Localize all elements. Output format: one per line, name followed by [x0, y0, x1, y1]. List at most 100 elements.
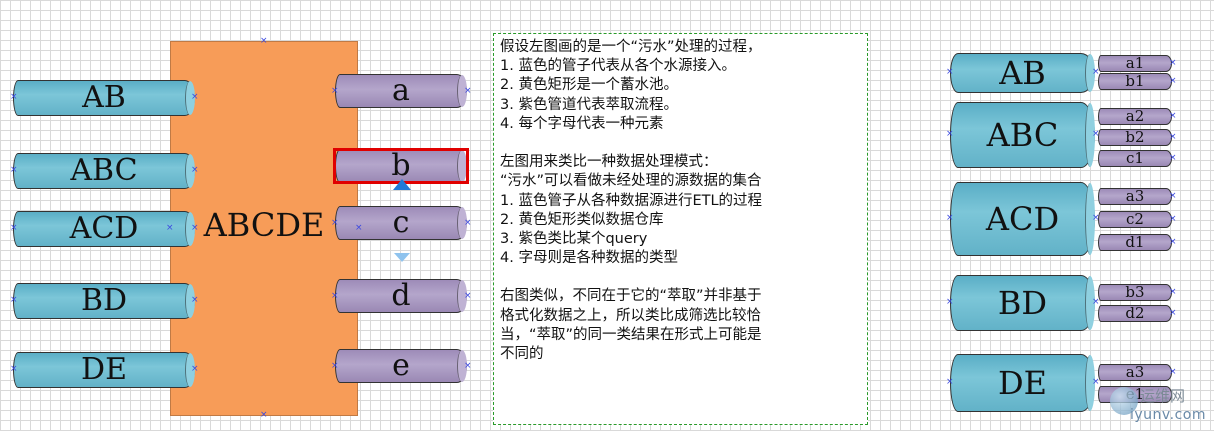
- note-line: 左图用来类比一种数据处理模式：: [500, 154, 718, 171]
- sub-pipe-a1[interactable]: a1: [1098, 55, 1172, 72]
- connection-point-icon[interactable]: ×: [10, 364, 18, 374]
- connection-point-icon[interactable]: ×: [331, 218, 339, 228]
- sub-pipe-b3[interactable]: b3: [1098, 284, 1172, 301]
- connection-point-icon[interactable]: ×: [1169, 367, 1177, 377]
- connection-point-icon[interactable]: ×: [464, 361, 472, 371]
- watermark-url: iyunv.com: [1130, 407, 1206, 423]
- inlet-pipe-label: DE: [81, 352, 127, 387]
- connection-point-icon[interactable]: ×: [946, 129, 954, 139]
- sub-pipe-label: c1: [1126, 149, 1144, 167]
- right-pipe-label: BD: [997, 284, 1048, 322]
- note-line: “污水”可以看做未经处理的源数据的集合: [500, 173, 762, 190]
- outlet-pipe-d[interactable]: d: [335, 279, 467, 313]
- connection-point-icon[interactable]: ×: [1092, 129, 1100, 139]
- connection-point-icon[interactable]: ×: [1169, 58, 1177, 68]
- connection-point-icon[interactable]: ×: [191, 295, 199, 305]
- note-line: 4. 每个字母代表一种元素: [500, 115, 664, 132]
- connection-point-icon[interactable]: ×: [1092, 67, 1100, 77]
- connection-point-icon[interactable]: ×: [10, 295, 18, 305]
- connection-point-icon[interactable]: ×: [464, 86, 472, 96]
- outlet-pipe-label: d: [391, 278, 411, 313]
- right-pipe-acd[interactable]: ACD: [950, 182, 1095, 256]
- inlet-pipe-label: ACD: [69, 211, 139, 246]
- outlet-pipe-e[interactable]: e: [335, 349, 467, 383]
- connection-point-icon[interactable]: ×: [1169, 153, 1177, 163]
- sub-pipe-label: a3: [1125, 187, 1145, 205]
- sub-pipe-d2[interactable]: d2: [1098, 305, 1172, 322]
- right-pipe-label: ABC: [986, 116, 1059, 154]
- inlet-pipe-abc[interactable]: ABC: [13, 153, 195, 189]
- connection-point-icon[interactable]: ×: [10, 165, 18, 175]
- sub-pipe-c1[interactable]: c1: [1098, 150, 1172, 167]
- connection-point-icon[interactable]: ×: [260, 36, 268, 46]
- connection-point-icon[interactable]: ×: [260, 410, 268, 420]
- note-line: 假设左图画的是一个“污水”处理的过程，: [500, 39, 762, 55]
- inlet-pipe-acd[interactable]: ACD: [13, 211, 195, 247]
- connection-point-icon[interactable]: ×: [1169, 287, 1177, 297]
- connection-point-icon[interactable]: ×: [946, 67, 954, 77]
- right-pipe-label: AB: [999, 54, 1046, 92]
- connection-point-icon[interactable]: ×: [191, 223, 199, 233]
- sub-pipe-a3-de[interactable]: a3: [1098, 364, 1172, 381]
- sub-pipe-label: a1: [1125, 54, 1145, 72]
- sub-pipe-a2[interactable]: a2: [1098, 108, 1172, 125]
- connection-point-icon[interactable]: ×: [191, 165, 199, 175]
- watermark-logo-icon: [1110, 387, 1138, 415]
- connection-point-icon[interactable]: ×: [1169, 191, 1177, 201]
- connection-point-icon[interactable]: ×: [464, 218, 472, 228]
- connection-point-icon[interactable]: ×: [331, 361, 339, 371]
- explanation-note[interactable]: 假设左图画的是一个“污水”处理的过程， 1. 蓝色的管子代表从各个水源接入。 2…: [493, 33, 868, 425]
- connection-point-icon[interactable]: ×: [1092, 377, 1100, 387]
- connection-point-icon[interactable]: ×: [10, 223, 18, 233]
- sub-pipe-label: c2: [1126, 210, 1144, 228]
- connection-point-icon[interactable]: ×: [331, 291, 339, 301]
- note-line: [500, 134, 861, 153]
- connection-point-icon[interactable]: ×: [1092, 213, 1100, 223]
- sub-pipe-label: d2: [1125, 304, 1145, 322]
- right-pipe-bd[interactable]: BD: [950, 275, 1095, 331]
- sub-pipe-b1[interactable]: b1: [1098, 73, 1172, 90]
- inlet-pipe-label: AB: [82, 80, 126, 115]
- connection-point-icon[interactable]: ×: [1169, 214, 1177, 224]
- connection-point-icon[interactable]: ×: [191, 92, 199, 102]
- right-pipe-abc[interactable]: ABC: [950, 102, 1095, 168]
- note-line: 2. 黄色矩形类似数据仓库: [500, 211, 664, 228]
- sub-pipe-c2[interactable]: c2: [1098, 211, 1172, 228]
- outlet-pipe-a[interactable]: a: [335, 74, 467, 108]
- connection-point-icon[interactable]: ×: [1092, 297, 1100, 307]
- connection-point-icon[interactable]: ×: [1169, 111, 1177, 121]
- connection-point-icon[interactable]: ×: [355, 223, 363, 233]
- note-line: 2. 黄色矩形是一个蓄水池。: [500, 77, 678, 94]
- sub-pipe-label: a2: [1125, 107, 1145, 125]
- connection-point-icon[interactable]: ×: [946, 213, 954, 223]
- right-pipe-ab[interactable]: AB: [950, 53, 1095, 93]
- sub-pipe-b2[interactable]: b2: [1098, 129, 1172, 146]
- outlet-pipe-label: a: [392, 73, 410, 108]
- outlet-pipe-c[interactable]: c: [335, 206, 467, 240]
- connection-point-icon[interactable]: ×: [1169, 308, 1177, 318]
- sub-pipe-a3[interactable]: a3: [1098, 188, 1172, 205]
- note-line: 右图类似，不同在于它的“萃取”并非基于: [500, 288, 762, 305]
- inlet-pipe-de[interactable]: DE: [13, 352, 195, 388]
- inlet-pipe-bd[interactable]: BD: [13, 283, 195, 319]
- connection-point-icon[interactable]: ×: [331, 86, 339, 96]
- connection-point-icon[interactable]: ×: [10, 92, 18, 102]
- connection-point-icon[interactable]: ×: [1169, 132, 1177, 142]
- sub-pipe-label: a3: [1125, 363, 1145, 381]
- sub-pipe-d1[interactable]: d1: [1098, 234, 1172, 251]
- resize-arrow-up-icon[interactable]: [393, 179, 411, 190]
- note-line: 1. 蓝色的管子代表从各个水源接入。: [500, 58, 736, 75]
- outlet-pipe-label: e: [392, 348, 410, 383]
- right-pipe-de[interactable]: DE: [950, 354, 1095, 412]
- outlet-pipe-b[interactable]: b: [335, 149, 467, 183]
- connection-point-icon[interactable]: ×: [946, 297, 954, 307]
- connection-point-icon[interactable]: ×: [946, 377, 954, 387]
- connection-point-icon[interactable]: ×: [464, 291, 472, 301]
- connection-point-icon[interactable]: ×: [191, 364, 199, 374]
- connection-point-icon[interactable]: ×: [1169, 237, 1177, 247]
- inlet-pipe-ab[interactable]: AB: [13, 80, 195, 116]
- reservoir-tank[interactable]: [170, 41, 358, 416]
- resize-arrow-down-icon[interactable]: [394, 253, 410, 262]
- connection-point-icon[interactable]: ×: [1169, 76, 1177, 86]
- connection-point-icon[interactable]: ×: [166, 223, 174, 233]
